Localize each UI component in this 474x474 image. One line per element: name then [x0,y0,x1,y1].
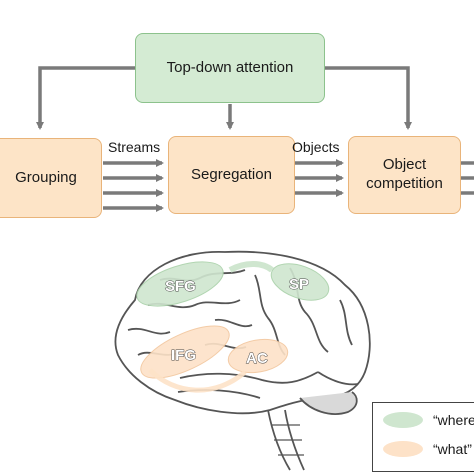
region-ifg [140,325,230,379]
legend-item-what: “what” [383,441,472,457]
top-down-attention-box: Top-down attention [135,33,325,103]
grouping-label: Grouping [15,168,77,186]
region-ac [227,338,289,374]
legend-label-where: “where [433,412,474,428]
stream-arrows [103,159,164,212]
region-connector [228,261,274,273]
legend-label-what: “what” [433,441,472,457]
top-down-arrows [36,66,412,130]
brain-regions [136,261,330,393]
legend-swatch-peach [383,441,423,457]
label-ifg: IFG [171,347,196,364]
object-competition-box: Object competition [348,136,461,214]
object-competition-label: Object competition [366,156,443,192]
segregation-label: Segregation [191,165,272,183]
legend-item-where: “where [383,412,474,428]
arrow-to-grouping [36,66,135,130]
label-ac: AC [246,350,268,367]
object-arrows [295,159,344,197]
grouping-box: Grouping [0,138,102,218]
legend: “where “what” [372,402,474,472]
arrow-to-object-competition [325,66,412,130]
legend-swatch-green [383,412,423,428]
region-sfg [136,261,224,307]
region-sp [270,263,330,301]
streams-label: Streams [108,139,161,155]
top-down-attention-label: Top-down attention [166,58,294,76]
segregation-box: Segregation [168,136,295,214]
region-labels: SFG SP IFG AC [165,276,310,368]
label-sp: SP [289,276,309,293]
objects-label: Objects [292,139,340,155]
output-arrows [460,161,474,195]
label-sfg: SFG [165,278,196,295]
